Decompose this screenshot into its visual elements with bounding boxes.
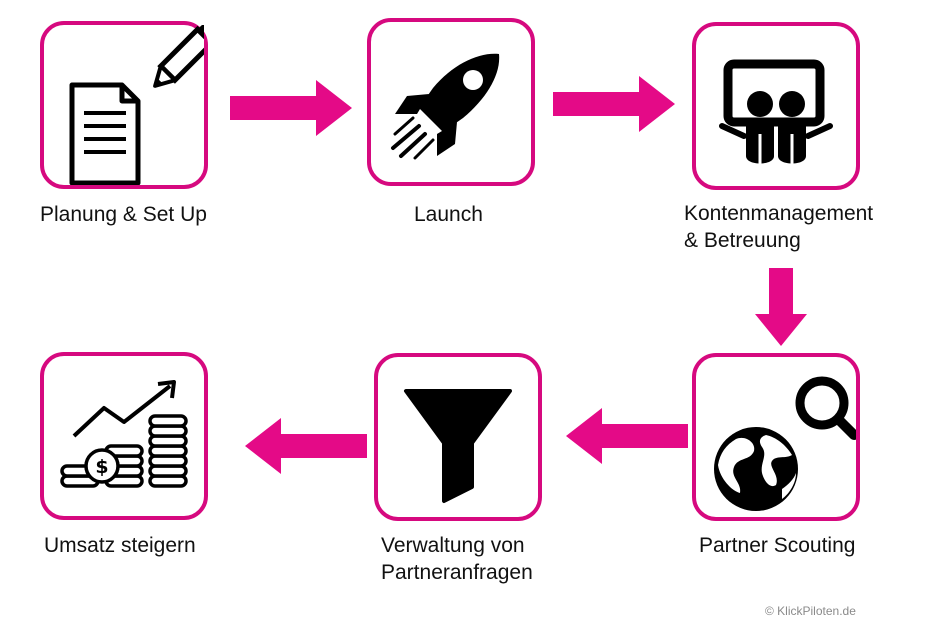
step-label-planung: Planung & Set Up xyxy=(40,203,207,226)
step-box-kontenmanagement xyxy=(692,22,860,190)
arrow-down xyxy=(755,268,807,346)
globe-search-icon xyxy=(714,376,856,511)
step-box-launch xyxy=(367,18,535,186)
step-label-umsatz: Umsatz steigern xyxy=(44,534,196,557)
funnel-icon xyxy=(404,389,512,503)
copyright-notice: © KlickPiloten.de xyxy=(765,604,856,618)
revenue-growth-icon: $ xyxy=(60,380,188,488)
arrow-right-1 xyxy=(230,80,352,136)
presentation-people-icon xyxy=(719,59,833,164)
arrow-right-2 xyxy=(553,76,675,132)
step-label-verwaltung: Verwaltung von Partneranfragen xyxy=(381,534,533,584)
document-pencil-icon xyxy=(69,25,204,185)
arrow-left-1 xyxy=(566,408,688,464)
svg-text:$: $ xyxy=(95,456,108,478)
step-box-partner-scouting xyxy=(692,353,860,521)
step-box-planung xyxy=(40,21,208,189)
step-label-partner-scouting: Partner Scouting xyxy=(699,534,856,557)
step-label-launch: Launch xyxy=(414,203,483,226)
step-box-verwaltung xyxy=(374,353,542,521)
arrow-left-2 xyxy=(245,418,367,474)
rocket-icon xyxy=(391,53,500,160)
step-box-umsatz: $ xyxy=(40,352,208,520)
step-label-kontenmanagement: Kontenmanagement & Betreuung xyxy=(684,202,874,252)
